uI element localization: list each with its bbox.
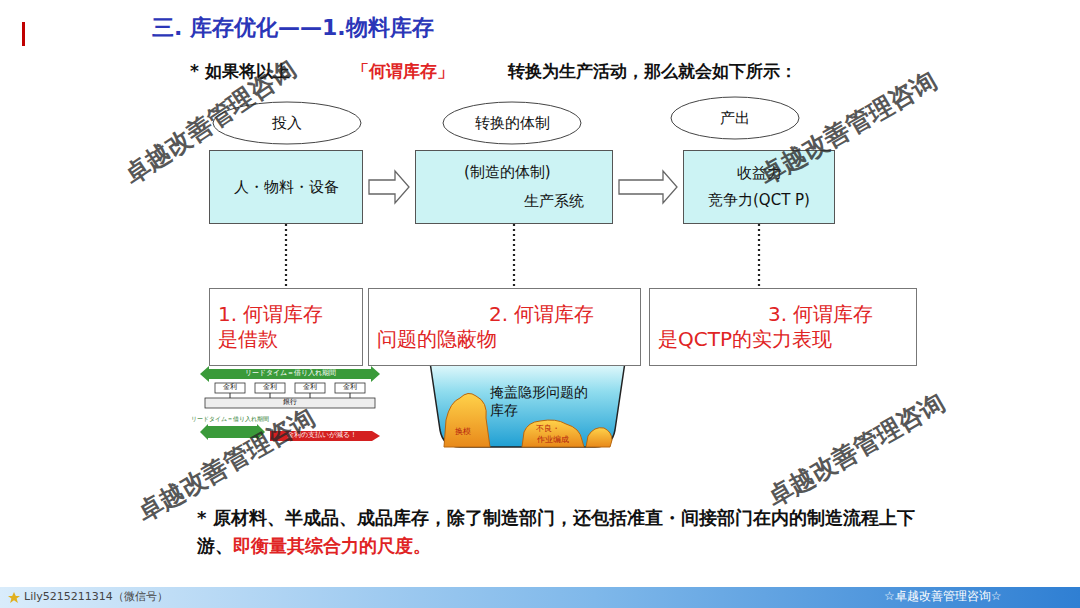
illustration-label: 金利 [263,384,277,392]
bowl-caption: 掩盖隐形问题的库存 [490,384,598,419]
interest-box [335,383,365,393]
concept-text: 是借款 [218,327,278,352]
illustration-label: リードタイム＝借り入れ期間 [191,416,269,423]
illustration-label: 銀行 [283,399,297,407]
concept-box: 1. 何谓库存是借款 [209,288,363,366]
rock-label: 换模 [455,428,471,437]
watermark: 卓越改善管理咨询 [763,388,950,512]
intro-text: 转换为生产活动，那么就会如下所示： [508,62,797,81]
concept-text: 是QCTP的实力表现 [658,327,832,352]
rock-label: 不良・ [536,425,560,434]
node-text: 生产系统 [426,192,584,211]
ellipse-shape [443,102,581,144]
interest-box [215,383,245,393]
water-bowl [430,362,625,447]
block-arrow [369,171,409,203]
concept-text: 问题的隐蔽物 [377,327,497,352]
tie-line [270,393,271,398]
tie-line [230,393,231,398]
dotted-link [513,224,515,288]
tie-line [310,393,311,398]
illustration-label: リードタイム＝借り入れ期間 [245,370,336,378]
bank-bar [205,398,375,408]
footer-star [8,592,20,603]
interest-boxes [215,383,365,398]
rock [586,428,612,447]
title-marker [22,22,25,46]
concept-box: 2. 何谓库存问题的隐蔽物 [368,288,641,366]
illustration-label: 金利 [223,384,237,392]
node-text: 转换的体制 [475,114,550,133]
dotted-link [285,224,287,288]
rock-label: 作业编成 [537,436,569,445]
tie-line [350,393,351,398]
footer-contact: Lily5215211314（微信号） [24,591,168,603]
dotted-link [758,224,760,288]
node-text: 投入 [272,114,302,133]
process-box: 人・物料・设备 [209,150,363,224]
illustration-label: 金利 [303,384,317,392]
node-text: 产出 [720,109,750,128]
footer-bar [0,587,1080,608]
node-text: (制造的体制) [426,163,551,182]
rock [522,420,584,447]
concept-text: 3. 何谓库存 [658,302,873,327]
block-arrow [619,171,677,203]
node-text: 人・物料・设备 [234,178,339,197]
concept-text: 1. 何谓库存 [218,302,323,327]
concept-text: 2. 何谓库存 [377,302,594,327]
interest-box [255,383,285,393]
illustration-label: 金利 [343,384,357,392]
lead-time-arrow [200,366,380,382]
stage-ellipse: 产出 [670,96,800,140]
stage-ellipse: 转换的体制 [442,101,582,145]
note-highlight: 即衡量其综合力的尺度。 [233,535,431,556]
bottom-note: * 原材料、半成品、成品库存，除了制造部门，还包括准直・间接部门在内的制造流程上… [197,504,917,560]
intro-highlight: 「何谓库存」 [352,62,454,81]
slide-title: 三. 库存优化——1.物料库存 [152,13,434,43]
process-box: (制造的体制) 生产系统 [415,150,613,224]
interest-box [295,383,325,393]
ellipse-shape [671,97,799,139]
rock [444,393,490,447]
concept-box: 3. 何谓库存是QCTP的实力表现 [649,288,917,366]
footer-brand: ☆卓越改善管理咨询☆ [884,590,1002,603]
node-text: 竞争力(QCT P) [708,191,810,210]
